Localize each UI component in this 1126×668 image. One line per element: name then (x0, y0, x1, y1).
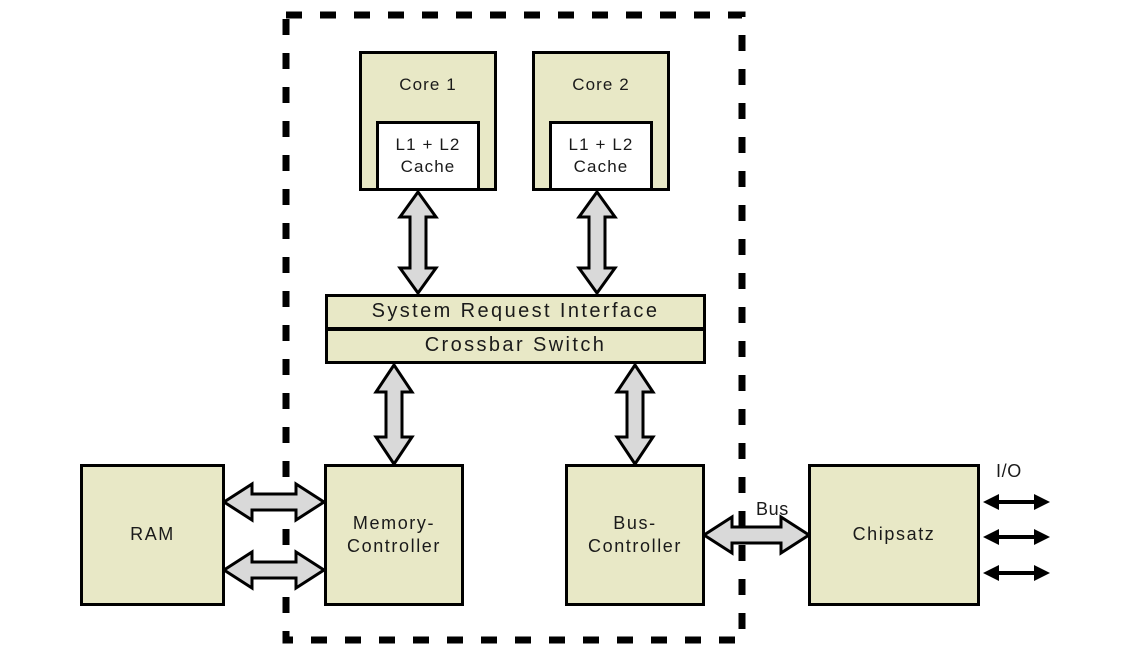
io-label: I/O (996, 461, 1022, 482)
connector-io-line-3 (983, 565, 1050, 581)
io-label-text: I/O (996, 461, 1022, 481)
connector-ram-to-memctl-b (221, 549, 327, 591)
block-chipsatz-label: Chipsatz (852, 524, 936, 545)
block-bus-controller[interactable]: Bus- Controller (565, 464, 705, 606)
block-core-2-label: Core 2 (572, 75, 630, 94)
block-system-request-interface[interactable]: System Request Interface (325, 294, 706, 329)
connector-core2-to-sri (576, 189, 618, 296)
block-system-request-interface-label: System Request Interface (371, 300, 660, 323)
connector-xbar-to-busctl (614, 362, 656, 467)
connector-xbar-to-memctl (373, 362, 415, 467)
block-bus-controller-label-line1: Bus- (613, 512, 657, 533)
block-crossbar-switch[interactable]: Crossbar Switch (325, 329, 706, 364)
bus-connection-label: Bus (756, 499, 789, 520)
block-cache-1-label-line1: L1 + L2 (395, 135, 461, 155)
block-bus-controller-label-line2: Controller (587, 536, 683, 556)
block-cache-1-label-line2: Cache (400, 157, 456, 176)
block-cache-2[interactable]: L1 + L2 Cache (549, 121, 653, 191)
block-crossbar-switch-label: Crossbar Switch (424, 334, 607, 357)
cpu-die-boundary (282, 11, 746, 644)
block-core-1-label: Core 1 (399, 75, 457, 94)
block-ram-label: RAM (130, 524, 175, 545)
block-ram[interactable]: RAM (80, 464, 225, 606)
block-memory-controller[interactable]: Memory- Controller (324, 464, 464, 606)
block-cache-2-label-line2: Cache (573, 157, 629, 176)
block-memory-controller-label-line1: Memory- (352, 512, 436, 533)
block-memory-controller-label-line2: Controller (346, 536, 442, 556)
bus-connection-label-text: Bus (756, 499, 789, 519)
connector-io-line-1 (983, 494, 1050, 510)
block-cache-2-label-line1: L1 + L2 (568, 135, 634, 155)
connector-core1-to-sri (397, 189, 439, 296)
connector-busctl-to-chip (701, 514, 812, 556)
connector-io-line-2 (983, 529, 1050, 545)
connector-ram-to-memctl-a (221, 481, 327, 523)
block-chipsatz[interactable]: Chipsatz (808, 464, 980, 606)
block-cache-1[interactable]: L1 + L2 Cache (376, 121, 480, 191)
